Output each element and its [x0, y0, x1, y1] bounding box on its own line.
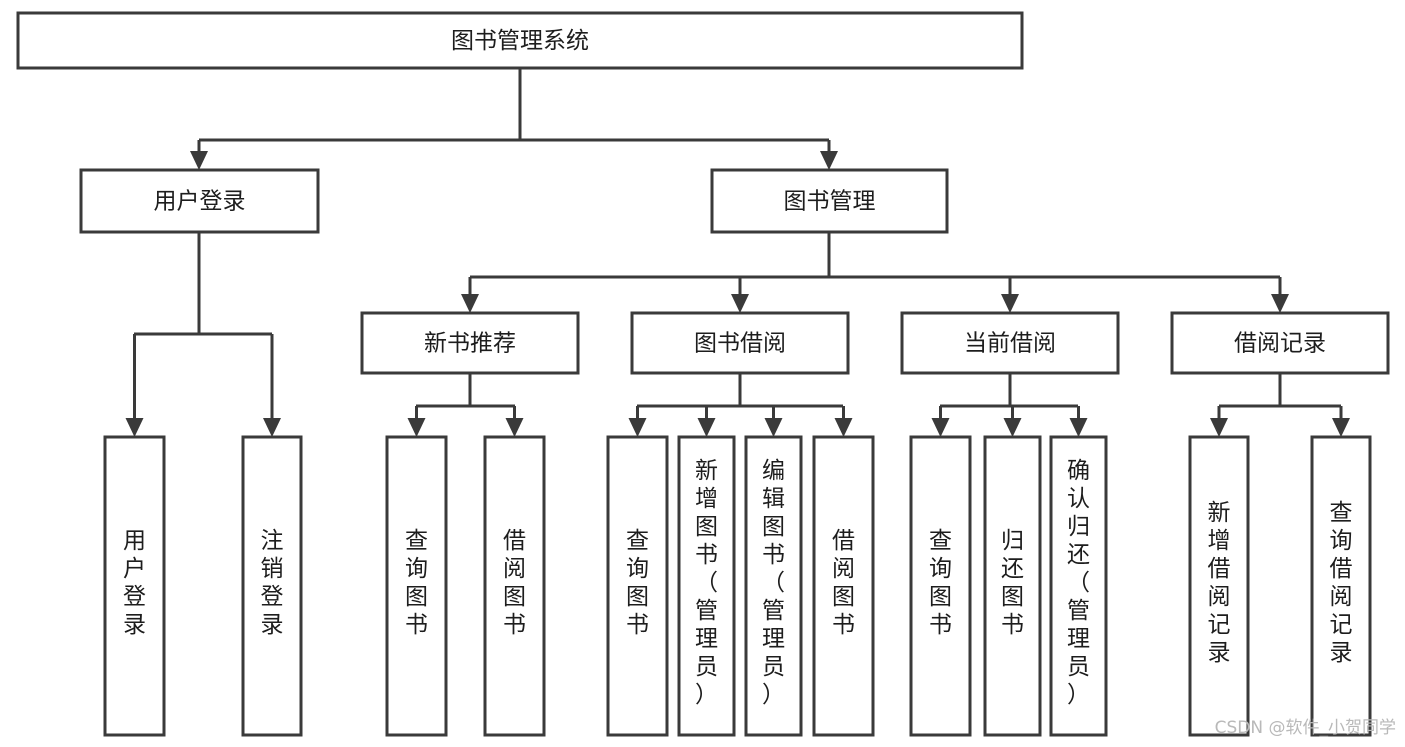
node-new-book-recommend[interactable]: 新书推荐 — [360, 311, 580, 375]
connector-to-user-login-arrowhead — [190, 151, 208, 170]
node-box-user-login — [79, 168, 320, 234]
node-box-current-borrow — [900, 311, 1120, 375]
node-user-logout[interactable]: 注销登录 — [241, 435, 303, 737]
node-book-manage[interactable]: 图书管理 — [710, 168, 949, 234]
node-add-book-admin[interactable]: 新增图书（管理员） — [677, 435, 736, 737]
node-label-borrow-record: 借阅记录 — [1234, 331, 1326, 357]
connector-borrow-record-child-1-arrowhead — [1332, 418, 1350, 437]
node-label-book-manage: 图书管理 — [784, 189, 876, 215]
node-borrow-record[interactable]: 借阅记录 — [1170, 311, 1390, 375]
node-box-confirm-return-admin — [1049, 435, 1108, 737]
node-label-add-borrow-record: 新增借阅记录 — [1208, 500, 1231, 666]
node-box-book-manage — [710, 168, 949, 234]
node-current-borrow[interactable]: 当前借阅 — [900, 311, 1120, 375]
connector-book-borrow-child-1-arrowhead — [697, 418, 716, 437]
node-box-query-book-1 — [385, 435, 448, 737]
node-root[interactable]: 图书管理系统 — [16, 11, 1024, 70]
node-box-query-book-3 — [909, 435, 972, 737]
connector-borrow-record-child-0-arrowhead — [1210, 418, 1228, 437]
node-book-borrow[interactable]: 图书借阅 — [630, 311, 850, 375]
node-label-return-book: 归还图书 — [1001, 528, 1024, 638]
connector-book-borrow-child-0-arrowhead — [628, 418, 647, 437]
connector-book-borrow-child-3-arrowhead — [834, 418, 853, 437]
connector-new-book-recommend-child-1-arrowhead — [505, 418, 524, 437]
node-box-book-borrow — [630, 311, 850, 375]
node-user-login[interactable]: 用户登录 — [79, 168, 320, 234]
node-box-return-book — [983, 435, 1042, 737]
node-box-borrow-book-2 — [812, 435, 875, 737]
node-borrow-book-1[interactable]: 借阅图书 — [483, 435, 546, 737]
node-query-borrow-record[interactable]: 查询借阅记录 — [1310, 435, 1372, 737]
node-box-borrow-record — [1170, 311, 1390, 375]
node-box-query-book-2 — [606, 435, 669, 737]
node-label-book-borrow: 图书借阅 — [694, 331, 786, 357]
node-box-add-book-admin — [677, 435, 736, 737]
node-query-book-3[interactable]: 查询图书 — [909, 435, 972, 737]
connector-current-borrow-child-1-arrowhead — [1003, 418, 1022, 437]
node-label-query-book-2: 查询图书 — [626, 528, 649, 638]
node-borrow-book-2[interactable]: 借阅图书 — [812, 435, 875, 737]
connectors-layer — [125, 68, 1350, 437]
connector-current-borrow-child-2-arrowhead — [1069, 418, 1088, 437]
node-label-user-login: 用户登录 — [154, 189, 246, 215]
connector-book-borrow-child-2-arrowhead — [764, 418, 783, 437]
connector-user-login-child-0-arrowhead — [125, 418, 144, 437]
node-label-query-borrow-record: 查询借阅记录 — [1330, 500, 1353, 666]
node-box-borrow-book-1 — [483, 435, 546, 737]
connector-new-book-recommend-child-0-arrowhead — [407, 418, 426, 437]
node-box-user-logout — [241, 435, 303, 737]
node-box-edit-book-admin — [744, 435, 803, 737]
node-box-new-book-recommend — [360, 311, 580, 375]
node-box-add-borrow-record — [1188, 435, 1250, 737]
connector-to-borrow-record-arrowhead — [1271, 294, 1289, 313]
node-box-root — [16, 11, 1024, 70]
connector-current-borrow-child-0-arrowhead — [931, 418, 950, 437]
node-query-book-1[interactable]: 查询图书 — [385, 435, 448, 737]
node-label-add-book-admin: 新增图书（管理员） — [695, 458, 718, 708]
node-label-new-book-recommend: 新书推荐 — [424, 331, 516, 357]
nodes-layer: 图书管理系统用户登录图书管理用户登录注销登录新书推荐查询图书借阅图书图书借阅查询… — [16, 11, 1390, 737]
connector-to-book-borrow-arrowhead — [731, 294, 749, 313]
csdn-watermark: CSDN @软件_小贺同学 — [1215, 718, 1396, 738]
node-label-confirm-return-admin: 确认归还（管理员） — [1067, 458, 1090, 708]
node-label-query-book-1: 查询图书 — [405, 528, 428, 638]
node-label-borrow-book-1: 借阅图书 — [503, 528, 526, 638]
connector-to-current-borrow-arrowhead — [1001, 294, 1019, 313]
node-confirm-return-admin[interactable]: 确认归还（管理员） — [1049, 435, 1108, 737]
node-user-login-do[interactable]: 用户登录 — [103, 435, 166, 737]
connector-user-login-child-1-arrowhead — [263, 418, 281, 437]
node-edit-book-admin[interactable]: 编辑图书（管理员） — [744, 435, 803, 737]
node-return-book[interactable]: 归还图书 — [983, 435, 1042, 737]
connector-to-book-manage-arrowhead — [820, 151, 838, 170]
node-query-book-2[interactable]: 查询图书 — [606, 435, 669, 737]
node-label-query-book-3: 查询图书 — [929, 528, 952, 638]
node-box-query-borrow-record — [1310, 435, 1372, 737]
connector-to-new-book-recommend-arrowhead — [461, 294, 479, 313]
node-label-user-logout: 注销登录 — [261, 528, 284, 638]
node-add-borrow-record[interactable]: 新增借阅记录 — [1188, 435, 1250, 737]
node-label-user-login-do: 用户登录 — [123, 528, 146, 638]
node-box-user-login-do — [103, 435, 166, 737]
node-label-edit-book-admin: 编辑图书（管理员） — [762, 458, 785, 708]
node-label-root: 图书管理系统 — [451, 28, 589, 54]
node-label-current-borrow: 当前借阅 — [964, 331, 1056, 357]
node-label-borrow-book-2: 借阅图书 — [832, 528, 855, 638]
